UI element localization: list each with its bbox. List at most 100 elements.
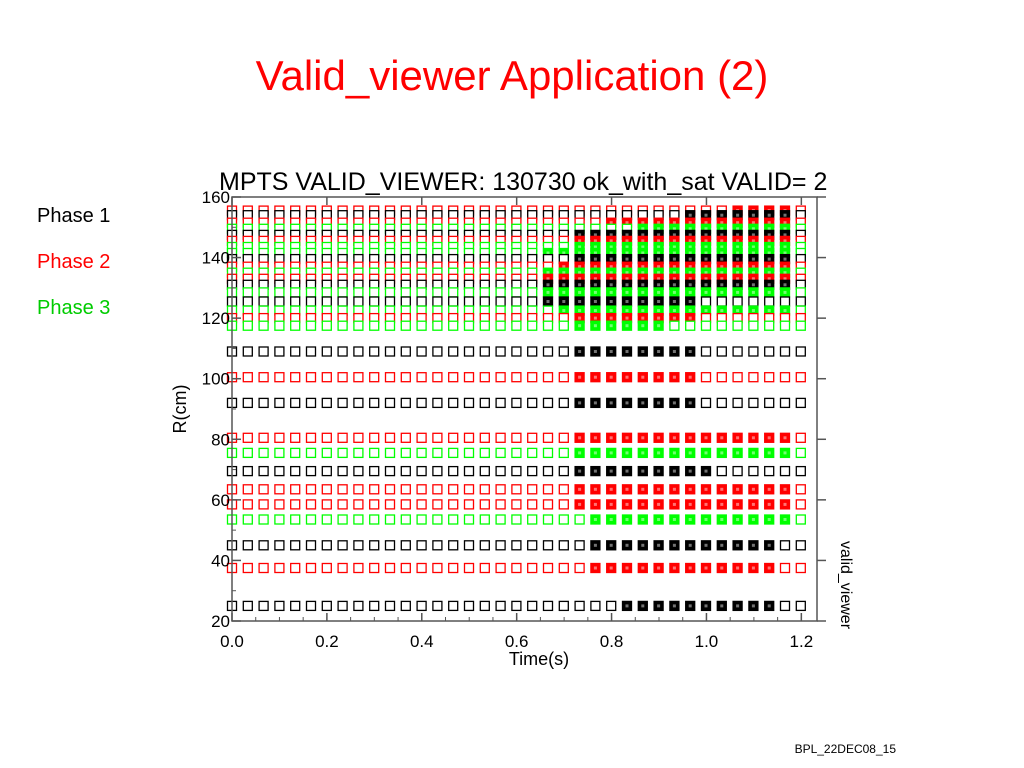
data-point (716, 465, 727, 477)
saturated-point (606, 514, 617, 525)
saturation-mark (641, 300, 645, 303)
saturated-point (764, 432, 775, 443)
saturation-mark (546, 290, 550, 294)
data-point (384, 484, 396, 495)
data-point (511, 372, 522, 383)
data-point (527, 514, 538, 525)
saturation-mark (546, 300, 550, 303)
saturation-mark (641, 502, 645, 506)
data-point (369, 514, 380, 525)
data-point (369, 562, 380, 574)
saturation-mark (783, 277, 787, 281)
saturation-mark (720, 227, 724, 231)
data-point (527, 287, 538, 298)
data-point (795, 320, 806, 331)
data-point (353, 287, 364, 298)
saturated-point (653, 484, 664, 495)
saturation-mark (736, 239, 740, 243)
data-point (732, 465, 743, 477)
saturated-point (764, 600, 775, 612)
data-point (258, 346, 269, 357)
saturated-point (606, 540, 617, 551)
data-point (511, 447, 522, 459)
y-tick-label: 40 (211, 551, 230, 570)
saturated-point (621, 540, 633, 551)
data-point (495, 514, 506, 525)
data-point (511, 397, 522, 409)
data-point (384, 540, 396, 551)
saturation-mark (672, 277, 676, 281)
saturated-point (574, 465, 585, 477)
saturation-mark (704, 487, 708, 491)
saturation-mark (625, 290, 629, 294)
saturation-mark (657, 239, 661, 243)
saturation-mark (609, 290, 613, 294)
data-point (321, 296, 332, 307)
saturated-point (764, 484, 775, 495)
saturation-mark (736, 436, 740, 440)
saturated-point (621, 465, 633, 477)
saturation-mark (672, 604, 676, 608)
saturated-point (732, 432, 743, 443)
saturated-point (621, 562, 633, 574)
data-point (337, 296, 348, 307)
saturation-mark (562, 271, 566, 275)
data-point (290, 484, 301, 495)
saturation-mark (767, 451, 771, 455)
saturated-point (748, 484, 759, 495)
saturation-mark (609, 233, 613, 237)
saturation-mark (641, 401, 645, 405)
data-point (542, 397, 554, 409)
saturation-mark (641, 239, 645, 243)
saturation-mark (672, 271, 676, 275)
saturation-mark (593, 257, 597, 261)
saturated-point (653, 499, 664, 510)
saturation-mark (751, 233, 755, 237)
data-point (479, 320, 490, 331)
saturation-mark (751, 543, 755, 547)
data-point (321, 432, 332, 443)
data-point (748, 346, 759, 357)
data-point (542, 432, 554, 443)
saturation-mark (704, 239, 708, 243)
saturated-point (574, 397, 585, 409)
saturation-mark (609, 350, 613, 353)
data-point (716, 372, 727, 383)
data-point (353, 346, 364, 357)
data-point (337, 562, 348, 574)
data-point (432, 465, 443, 477)
data-point (290, 320, 301, 331)
data-point (416, 562, 427, 574)
data-point (353, 540, 364, 551)
data-point (527, 540, 538, 551)
saturation-mark (751, 213, 755, 217)
saturation-mark (767, 233, 771, 237)
data-point (305, 600, 317, 612)
saturation-mark (736, 290, 740, 294)
saturation-mark (736, 245, 740, 249)
series-r-128.5-phase3 (226, 287, 806, 298)
saturation-mark (609, 401, 613, 405)
saturation-mark (672, 518, 676, 521)
saturated-point (779, 432, 791, 443)
saturation-mark (625, 487, 629, 491)
saturation-mark (736, 487, 740, 491)
data-point (290, 346, 301, 357)
saturated-point (606, 484, 617, 495)
saturation-mark (625, 233, 629, 237)
saturated-point (700, 514, 712, 525)
data-point (764, 465, 775, 477)
chart-title: MPTS VALID_VIEWER: 130730 ok_with_sat VA… (219, 168, 827, 196)
saturation-mark (625, 451, 629, 455)
saturation-mark (609, 566, 613, 570)
data-point (764, 346, 775, 357)
saturation-mark (688, 309, 692, 313)
saturated-point (700, 562, 712, 574)
saturation-mark (641, 350, 645, 353)
saturation-mark (688, 227, 692, 231)
data-point (258, 397, 269, 409)
data-point (511, 600, 522, 612)
saturation-mark (783, 251, 787, 255)
saturation-mark (704, 245, 708, 249)
data-point (448, 562, 459, 574)
